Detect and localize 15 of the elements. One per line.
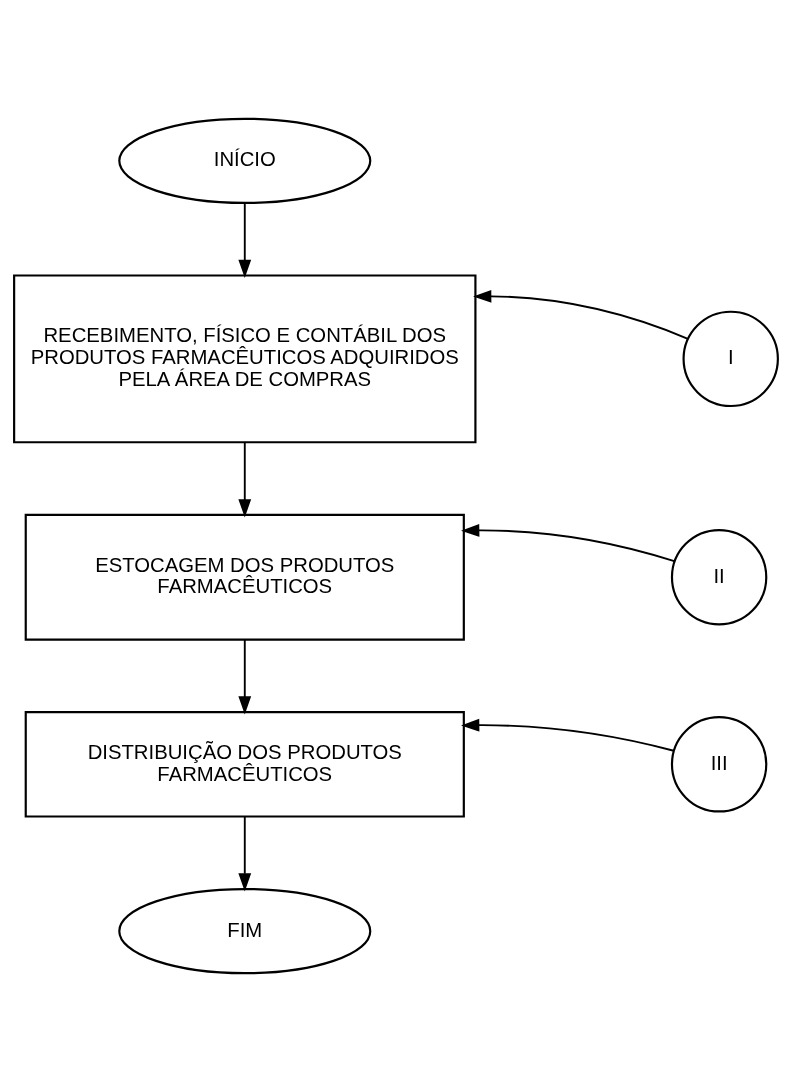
node-box: DISTRIBUIÇÃO DOS PRODUTOS FARMACÊUTICOS [24, 710, 465, 818]
arrow [238, 440, 252, 518]
node-box: RECEBIMENTO, FÍSICO E CONTÁBIL DOS PRODUTOS FARMACÊUTICOS ADQUIRIDOS PELA ÁREA DE COMPRAS [13, 273, 477, 443]
node-circle: I [682, 310, 779, 407]
arrow [473, 289, 689, 340]
node-ellipse: INÍCIO [118, 117, 372, 204]
arrow [238, 815, 252, 891]
arrow [461, 718, 675, 752]
node-circle: III [670, 715, 768, 813]
node-circle: II [670, 528, 768, 625]
arrow [238, 201, 252, 278]
arrow [238, 638, 252, 714]
node-ellipse: FIM [118, 887, 372, 974]
node-box: ESTOCAGEM DOS PRODUTOS FARMACÊUTICOS [24, 513, 465, 641]
arrow [461, 523, 676, 562]
